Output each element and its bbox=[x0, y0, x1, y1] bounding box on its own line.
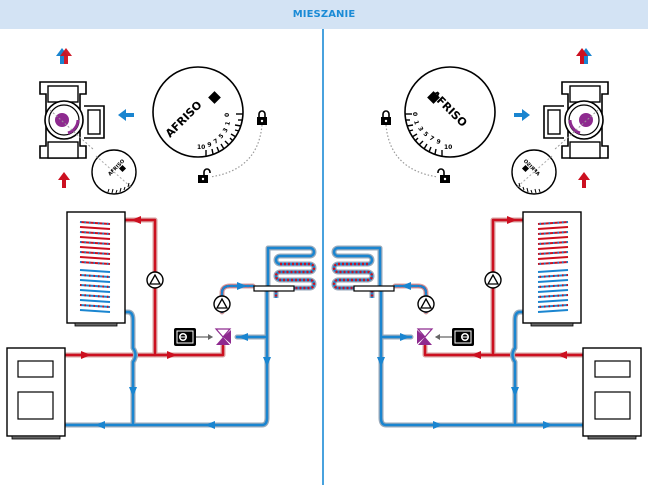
hot-water-tank bbox=[522, 211, 582, 327]
flow-arrow-icon bbox=[471, 351, 481, 359]
svg-text:7: 7 bbox=[213, 138, 220, 146]
actuator-icon bbox=[451, 327, 475, 347]
small-dial-icon bbox=[511, 149, 557, 195]
boiler bbox=[582, 347, 642, 440]
floor-heating-loop bbox=[334, 248, 394, 298]
pump-icon bbox=[213, 295, 231, 313]
pump-icon bbox=[484, 271, 502, 289]
flow-arrow-icon bbox=[557, 351, 567, 359]
flow-arrow-icon bbox=[433, 421, 443, 429]
outlet-arrow-icon bbox=[576, 48, 592, 64]
hot-water-tank bbox=[66, 211, 126, 327]
right-panel bbox=[334, 48, 642, 440]
inlet-cold-arrow-icon bbox=[118, 109, 134, 121]
tank-coil bbox=[79, 221, 111, 313]
flow-arrow-icon bbox=[400, 333, 410, 341]
svg-text:7: 7 bbox=[428, 135, 435, 143]
svg-text:0: 0 bbox=[411, 112, 418, 116]
lock-closed-icon[interactable] bbox=[380, 110, 392, 126]
header-bar: MIESZANIE bbox=[0, 0, 648, 29]
page-title: MIESZANIE bbox=[292, 9, 356, 20]
tank-coil bbox=[537, 221, 569, 313]
flow-arrow-icon bbox=[167, 351, 177, 359]
boiler bbox=[6, 347, 66, 440]
svg-text:5: 5 bbox=[217, 133, 225, 141]
flow-arrow-icon bbox=[237, 282, 247, 290]
adjustment-dial[interactable] bbox=[404, 66, 496, 158]
pump-icon bbox=[417, 295, 435, 313]
lock-closed-icon[interactable] bbox=[256, 110, 268, 126]
pump-icon bbox=[146, 271, 164, 289]
svg-text:3: 3 bbox=[416, 126, 424, 133]
inlet-hot-arrow-icon bbox=[58, 172, 70, 188]
flow-arrow-icon bbox=[507, 216, 517, 224]
floor-heating-loop bbox=[254, 248, 314, 298]
flow-arrow-icon bbox=[263, 357, 271, 367]
flow-arrow-icon bbox=[543, 421, 553, 429]
svg-text:1: 1 bbox=[224, 121, 232, 127]
left-panel: AFRISO 0 1 3 5 7 9 10 bbox=[6, 48, 314, 440]
lock-open-icon[interactable] bbox=[437, 168, 451, 184]
svg-text:0: 0 bbox=[224, 113, 231, 117]
flow-arrow-icon bbox=[95, 421, 105, 429]
flow-arrow-icon bbox=[377, 357, 385, 367]
lock-open-icon[interactable] bbox=[197, 168, 211, 184]
inlet-hot-arrow-icon bbox=[578, 172, 590, 188]
svg-text:10: 10 bbox=[197, 144, 205, 151]
svg-text:5: 5 bbox=[422, 130, 430, 138]
inlet-cold-arrow-icon bbox=[514, 109, 530, 121]
flow-arrow-icon bbox=[131, 216, 141, 224]
flow-arrow-icon bbox=[238, 333, 248, 341]
svg-text:1: 1 bbox=[412, 120, 420, 126]
mixing-valve-icon bbox=[542, 80, 610, 160]
flow-arrow-icon bbox=[81, 351, 91, 359]
flow-arrow-icon bbox=[511, 387, 519, 397]
actuator-icon bbox=[173, 327, 197, 347]
three-way-valve-icon bbox=[215, 328, 232, 346]
flow-arrow-icon bbox=[205, 421, 215, 429]
mixing-valve-icon bbox=[38, 80, 106, 160]
flow-arrow-icon bbox=[129, 387, 137, 397]
outlet-arrow-icon bbox=[56, 48, 72, 64]
svg-text:9: 9 bbox=[207, 141, 213, 149]
three-way-valve-icon bbox=[416, 328, 433, 346]
svg-text:10: 10 bbox=[444, 144, 452, 151]
small-dial-icon bbox=[91, 149, 137, 195]
flow-arrow-icon bbox=[401, 282, 411, 290]
svg-text:9: 9 bbox=[435, 138, 441, 146]
adjustment-dial[interactable]: AFRISO 0 1 3 5 7 9 10 bbox=[152, 66, 244, 158]
svg-text:3: 3 bbox=[222, 127, 230, 134]
